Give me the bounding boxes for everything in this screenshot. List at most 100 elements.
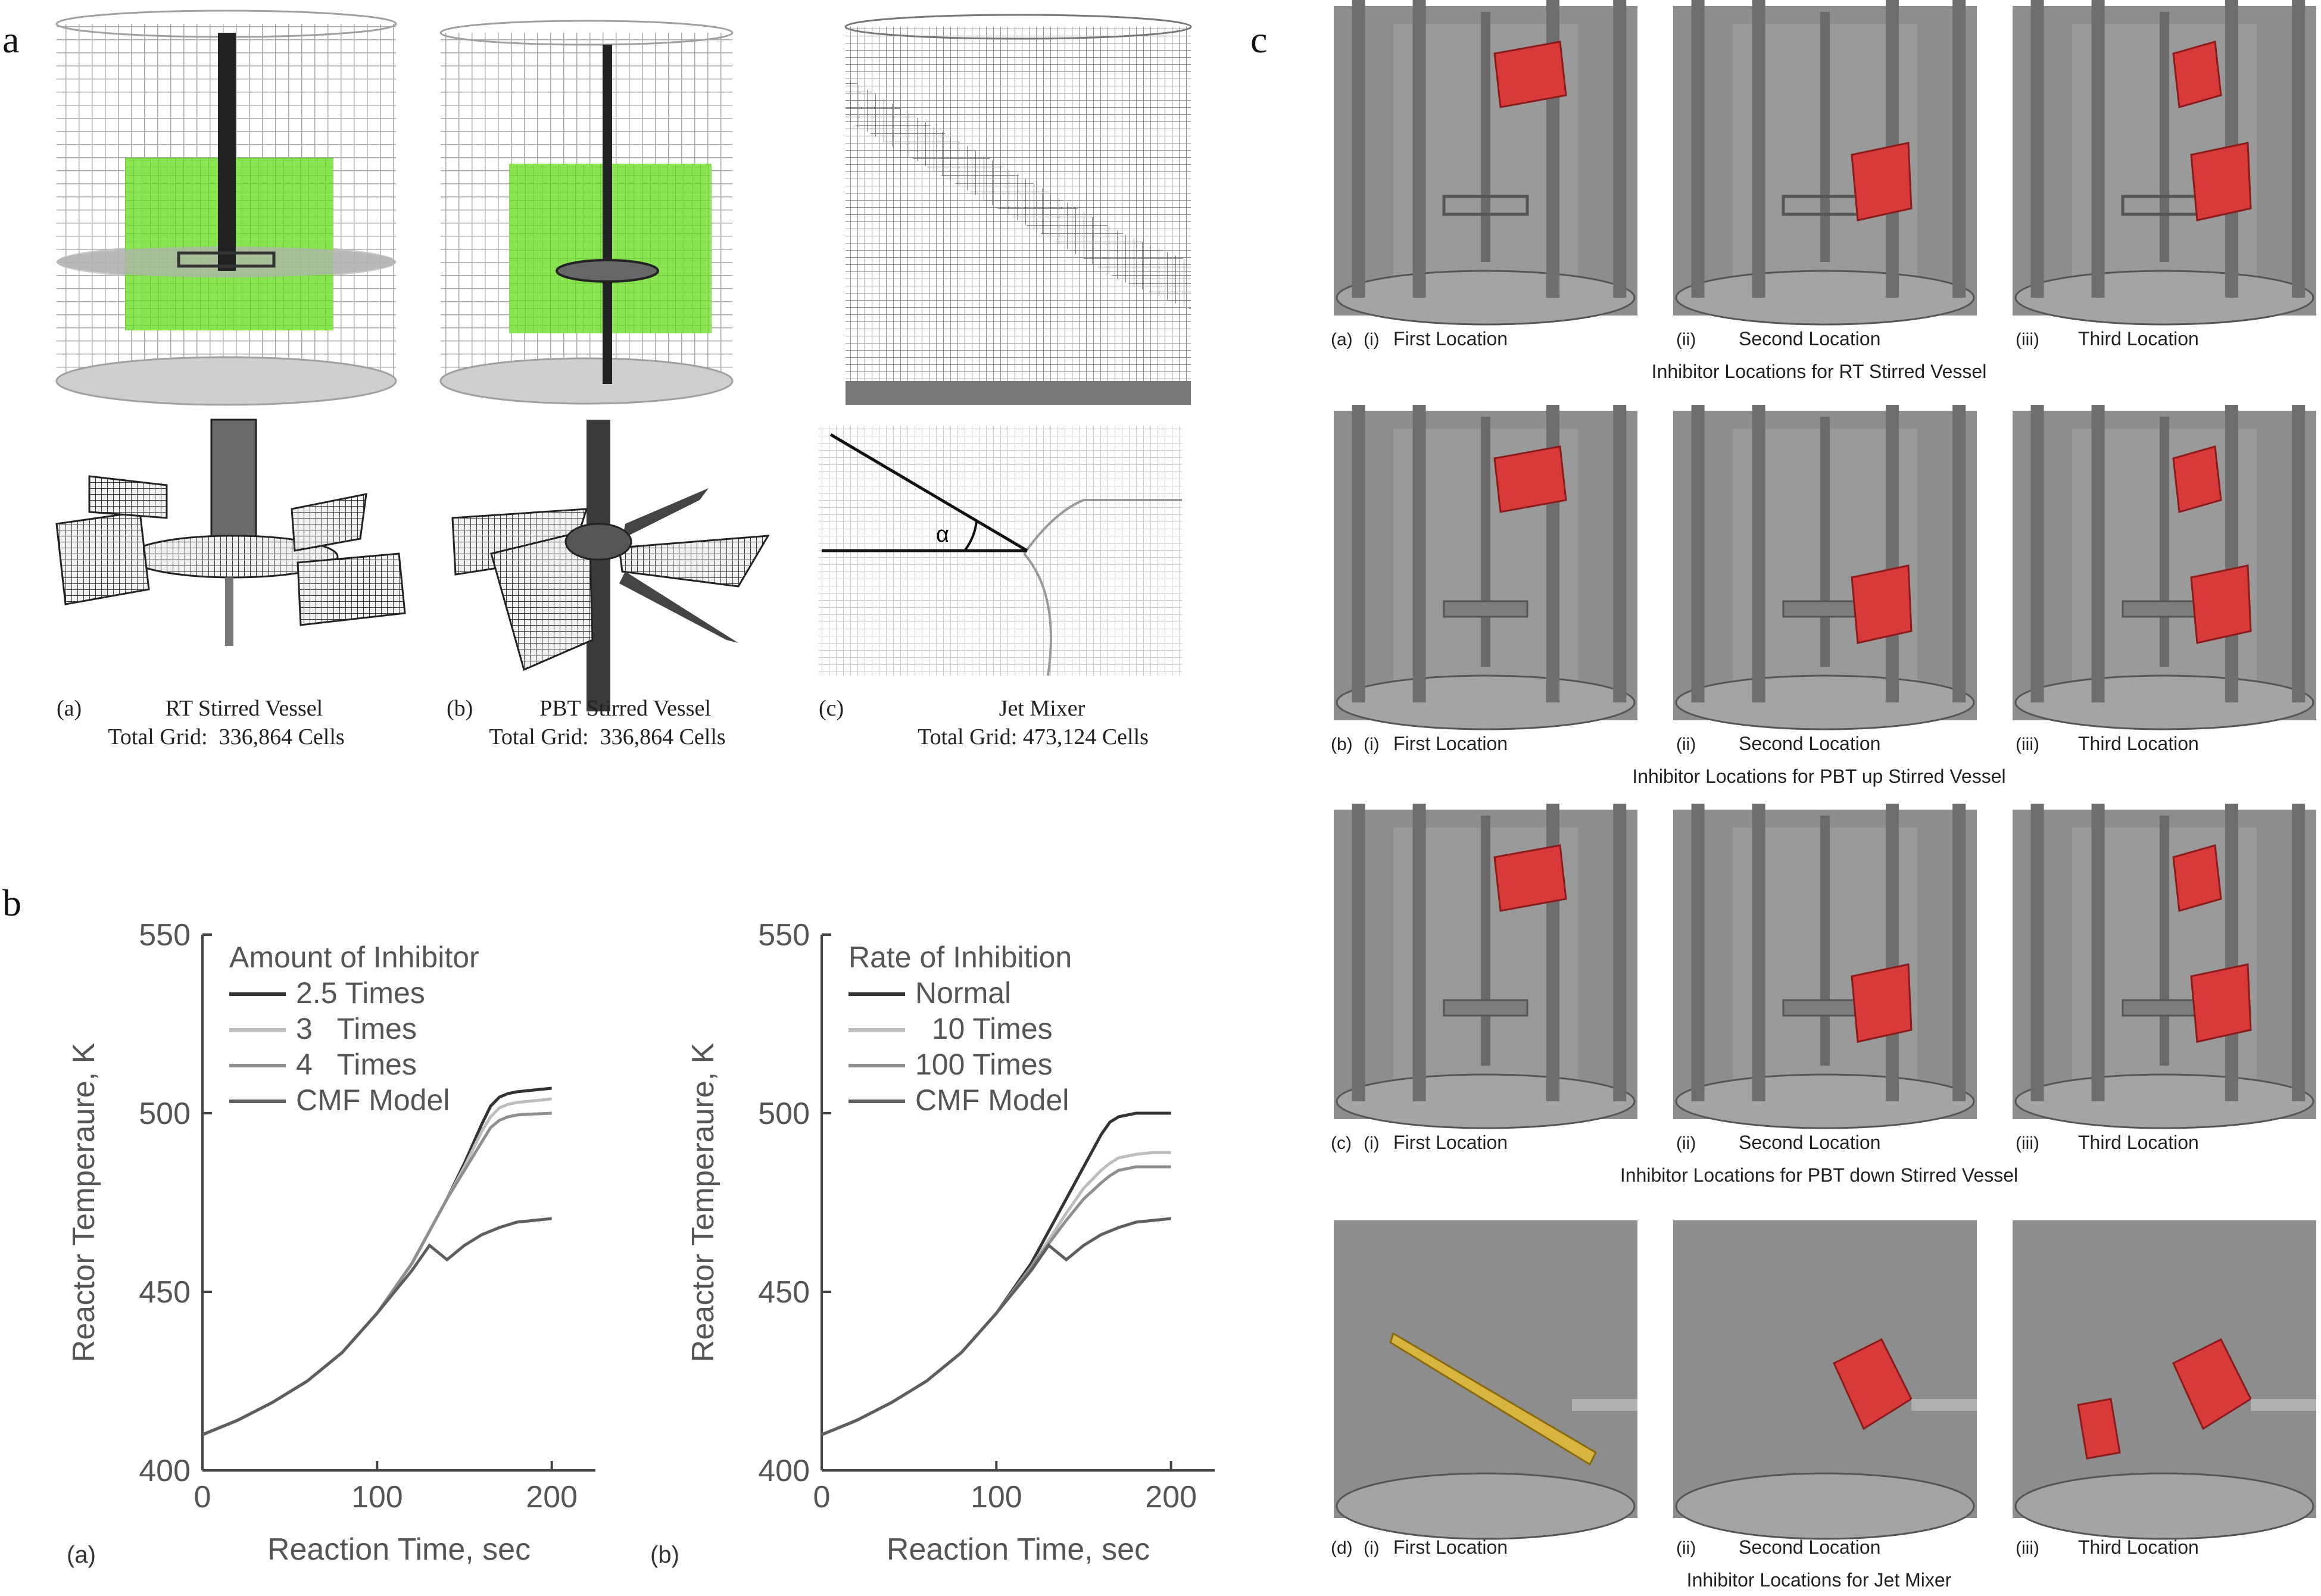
baffle	[1412, 405, 1426, 702]
shaft	[1820, 417, 1830, 667]
baffle	[1352, 0, 1365, 298]
location-roman: (ii)	[1676, 1538, 1696, 1558]
vessel-row1-col3	[2013, 0, 2316, 326]
jet-mixer-mesh	[844, 14, 1192, 405]
y-axis-label: Reactor Temperaure, K	[686, 1042, 720, 1362]
location-label: Second Location	[1739, 1536, 1880, 1558]
legend-entry: Normal	[915, 976, 1011, 1010]
impeller	[1782, 999, 1868, 1017]
baffle	[2030, 405, 2044, 702]
series-line	[821, 1111, 1171, 1436]
impeller	[2122, 999, 2207, 1017]
vessel-wall	[1334, 1220, 1637, 1518]
x-tick-label: 0	[194, 1480, 211, 1514]
panel-c-figure: (a)(i)First Location(ii)Second Location(…	[1331, 0, 2316, 1591]
location-label: First Location	[1393, 1536, 1508, 1558]
feed-pipe	[1572, 1399, 1637, 1411]
caption-a-tag-2: (b)	[447, 696, 473, 721]
location-label: First Location	[1393, 733, 1508, 754]
y-tick-label: 550	[758, 918, 810, 952]
baffle	[2030, 804, 2044, 1101]
impeller	[2122, 600, 2207, 618]
inhibitor-blob	[2172, 844, 2222, 912]
baffle	[2091, 804, 2105, 1101]
vessel-bottom	[1675, 674, 1975, 730]
baffle	[2292, 804, 2306, 1101]
baffle	[1691, 405, 1705, 702]
location-roman: (iii)	[2016, 1133, 2039, 1153]
panel-letter-b: b	[2, 882, 21, 924]
legend-entry: 4 Times	[296, 1048, 417, 1081]
rt-vessel-mesh	[55, 10, 397, 406]
inhibitor-blob	[2190, 564, 2252, 644]
vessel-bottom	[1336, 674, 1636, 730]
location-roman: (iii)	[2016, 1538, 2039, 1558]
vessel-bottom	[1336, 1073, 1636, 1129]
x-tick-label: 200	[1145, 1480, 1197, 1514]
shaft	[2160, 417, 2169, 667]
inhibitor-blob	[2077, 1398, 2121, 1460]
shaft	[1820, 12, 1830, 262]
impeller	[1443, 600, 1528, 618]
baffle	[1886, 804, 1899, 1101]
legend-entry: 10 Times	[915, 1012, 1053, 1045]
feed-pipe	[2251, 1399, 2316, 1411]
shaft	[1481, 417, 1490, 667]
pbt-shaft	[603, 45, 612, 384]
location-roman: (ii)	[1676, 1133, 1696, 1153]
location-label: Second Location	[1739, 328, 1880, 349]
vessel-row1-col2	[1673, 0, 1977, 326]
x-tick-label: 100	[351, 1480, 403, 1514]
inhibitor-blob	[1851, 142, 1913, 221]
location-label: Second Location	[1739, 1132, 1880, 1153]
feed-pipe	[1911, 1399, 1977, 1411]
location-roman: (ii)	[1676, 330, 1696, 349]
shaft	[1481, 12, 1490, 262]
pbt-vessel-mesh	[439, 20, 734, 405]
location-roman: (iii)	[2016, 735, 2039, 754]
y-axis-label: Reactor Temperaure, K	[67, 1042, 101, 1362]
baffle	[1952, 0, 1966, 298]
vessel-row3-col1	[1334, 804, 1637, 1129]
vessel-bottom	[2014, 1472, 2314, 1540]
baffle	[2225, 804, 2238, 1101]
inhibitor-blob	[1851, 564, 1913, 644]
inhibitor-blob	[2190, 963, 2252, 1043]
rt-impeller-closeup	[55, 418, 406, 646]
pbt-impeller-closeup	[451, 420, 770, 711]
vessel-bottom	[1675, 1073, 1975, 1129]
vessel-row2-col1	[1334, 405, 1637, 730]
baffle	[1352, 804, 1365, 1101]
caption-a-grid-1: Total Grid: 336,864 Cells	[108, 724, 345, 749]
location-label: Third Location	[2078, 1132, 2199, 1153]
location-roman: (i)	[1364, 1538, 1380, 1558]
baffle	[1952, 405, 1966, 702]
row-tag: (c)	[1331, 1133, 1352, 1153]
row-caption: Inhibitor Locations for Jet Mixer	[1687, 1569, 1952, 1591]
baffle	[2030, 0, 2044, 298]
baffle	[1886, 405, 1899, 702]
x-tick-label: 200	[526, 1480, 578, 1514]
vessel-wall	[1673, 1220, 1977, 1518]
series-line	[202, 1217, 552, 1436]
legend-entry: 3 Times	[296, 1012, 417, 1045]
inhibitor-blob	[1851, 963, 1913, 1043]
vessel-row1-col1	[1334, 0, 1637, 326]
baffle	[1952, 804, 1966, 1101]
inhibitor-blob	[1493, 445, 1567, 513]
baffle	[1752, 804, 1765, 1101]
shaft	[1481, 816, 1490, 1066]
vessel-bottom	[2014, 1073, 2314, 1129]
vessel-wall	[2013, 1220, 2316, 1518]
x-axis-label: Reaction Time, sec	[267, 1532, 531, 1567]
y-tick-label: 500	[758, 1097, 810, 1131]
chart-panel-tag: (b)	[650, 1542, 679, 1568]
vessel-row4-col1	[1334, 1220, 1637, 1540]
location-label: First Location	[1393, 328, 1508, 349]
legend-entry: 2.5 Times	[296, 976, 425, 1010]
y-tick-label: 400	[758, 1454, 810, 1488]
x-axis-label: Reaction Time, sec	[887, 1532, 1150, 1567]
impeller	[1443, 999, 1528, 1017]
location-label: Second Location	[1739, 733, 1880, 754]
